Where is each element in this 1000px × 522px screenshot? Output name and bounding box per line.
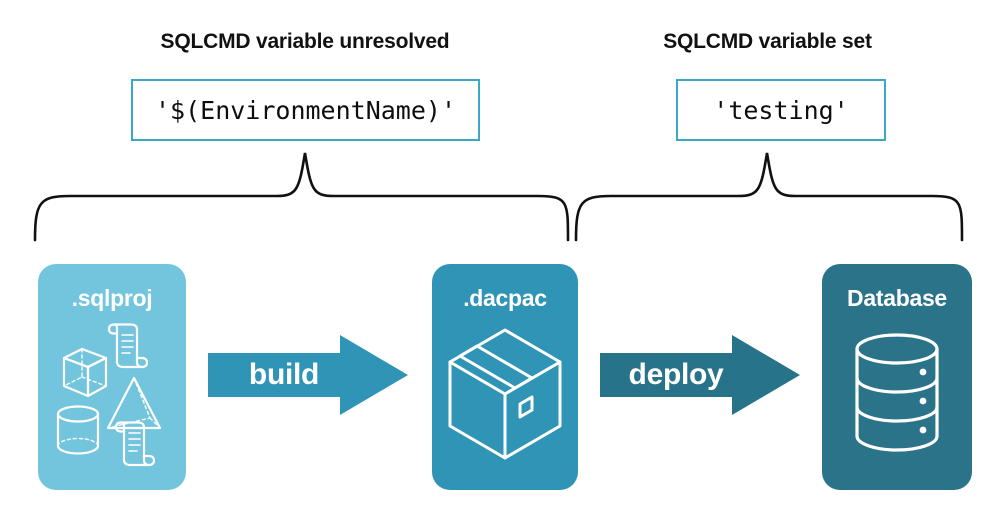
annotation-label-sqlcmd-unresolved: SQLCMD variable unresolved [160, 30, 450, 53]
sqlproj-artwork [56, 323, 162, 467]
database-artwork [855, 333, 939, 452]
stage-box-dacpac: .dacpac [432, 264, 578, 490]
stage-title-dacpac: .dacpac [463, 285, 547, 311]
arrow-right-icon [208, 335, 408, 415]
curly-brace-left [33, 152, 570, 242]
arrow-right-icon [600, 335, 800, 415]
brace-group [33, 152, 964, 242]
database-cylinder-icon [855, 333, 939, 452]
code-value-box-environment-name: '$(EnvironmentName)' [131, 79, 480, 141]
stage-box-sqlproj: .sqlproj [38, 264, 186, 490]
deploy-arrow-shape [600, 335, 800, 415]
dacpac-artwork [448, 328, 562, 460]
curly-brace-right [574, 152, 964, 242]
pyramid-icon [106, 376, 162, 430]
scroll-icon [114, 421, 156, 467]
cube-icon [62, 347, 108, 398]
scroll-icon [107, 323, 149, 369]
arrow-deploy: deploy [600, 330, 800, 420]
build-arrow-shape [208, 335, 408, 415]
package-box-icon [448, 328, 562, 460]
annotation-label-sqlcmd-set: SQLCMD variable set [663, 30, 872, 53]
stage-title-sqlproj: .sqlproj [71, 285, 153, 311]
arrow-build: build [208, 330, 408, 420]
cylinder-icon [56, 405, 100, 455]
code-value-box-testing: 'testing' [676, 79, 886, 141]
stage-box-database: Database [822, 264, 972, 490]
stage-title-database: Database [847, 285, 947, 311]
